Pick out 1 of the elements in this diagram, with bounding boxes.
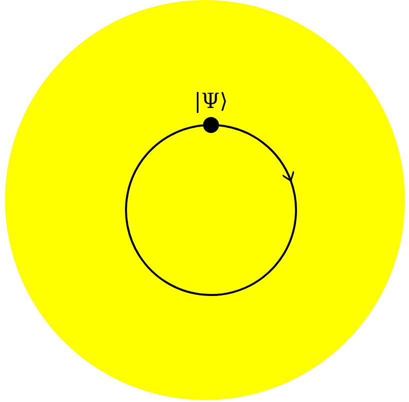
state-label: |Ψ⟩	[194, 89, 228, 113]
